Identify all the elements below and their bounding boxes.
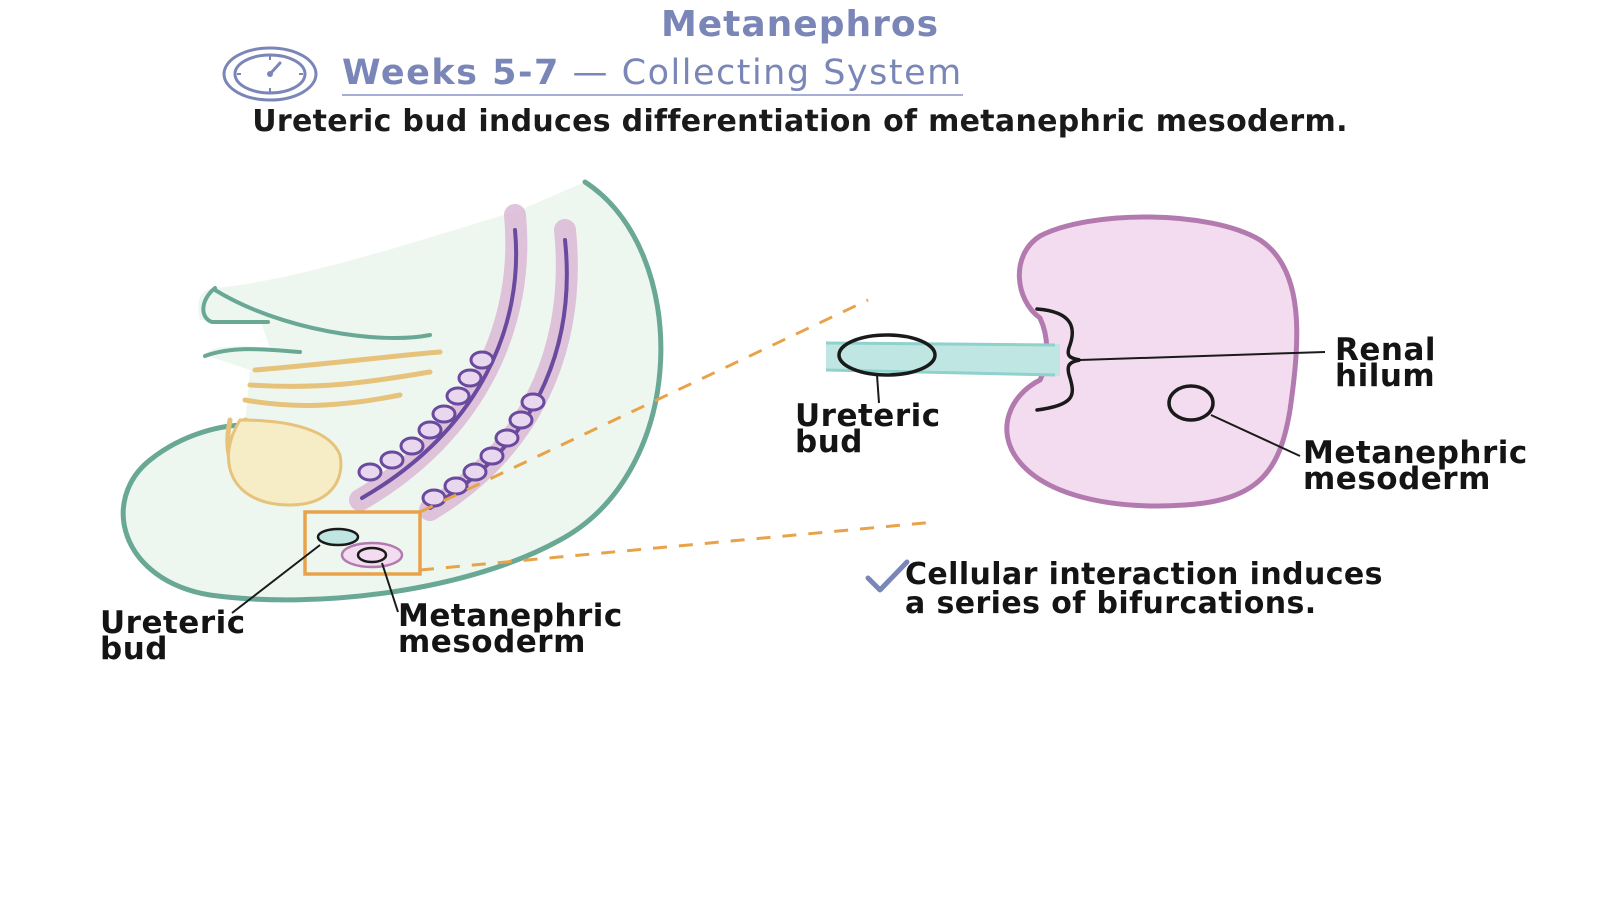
gut-tube <box>225 349 443 503</box>
embryo-figure <box>120 179 664 614</box>
leader-right-bud <box>876 374 880 404</box>
right-ureteric-bud-label: Ureteric bud <box>795 398 941 460</box>
left-mesoderm-label: Metanephric mesoderm <box>398 598 623 660</box>
bifurcation-note: Cellular interaction induces a series of… <box>905 557 1383 621</box>
subtitle-row: Weeks 5-7 — Collecting System <box>222 46 963 102</box>
right-mesoderm-label: Metanephric mesoderm <box>1303 435 1528 497</box>
zoom-projection <box>419 298 936 572</box>
right-ureteric-bud <box>837 333 937 377</box>
mesonephric-tubules <box>357 350 546 508</box>
left-ureteric-bud-label: Ureteric bud <box>100 605 246 667</box>
subtitle-dash: — <box>572 52 610 93</box>
leader-left-meso <box>381 562 399 613</box>
subtitle-topic: Collecting System <box>621 52 963 93</box>
renal-hilum-label: Renal hilum <box>1335 332 1437 394</box>
subtitle-weeks: Weeks 5-7 <box>342 52 560 93</box>
right-mesoderm <box>1167 384 1215 422</box>
check-icon <box>865 559 910 593</box>
left-mesoderm <box>356 546 388 564</box>
clock-icon <box>222 46 318 102</box>
page-title: Metanephros <box>660 4 940 45</box>
page-subtitle: Weeks 5-7 — Collecting System <box>342 53 963 96</box>
kidney-figure <box>825 214 1326 509</box>
lead-sentence: Ureteric bud induces differentiation of … <box>252 104 1348 139</box>
ureteric-bud-tube <box>826 342 1060 376</box>
embryo-outline-top <box>213 288 432 340</box>
gut-fill <box>226 418 343 507</box>
leader-left-bud <box>231 544 321 614</box>
zoom-box <box>303 510 422 576</box>
left-ureteric-bud <box>316 527 360 547</box>
kidney-body <box>1004 214 1300 509</box>
embryo-outline-upper <box>201 286 302 358</box>
ureteric-bud-tube-bottom <box>825 368 1056 377</box>
embryo-outline <box>120 179 664 603</box>
leader-hilum <box>1079 351 1326 361</box>
embryo-body <box>123 182 661 600</box>
leader-right-meso <box>1210 414 1301 457</box>
duct-inner <box>360 228 519 500</box>
ureteric-bud-tube-top <box>825 341 1056 347</box>
